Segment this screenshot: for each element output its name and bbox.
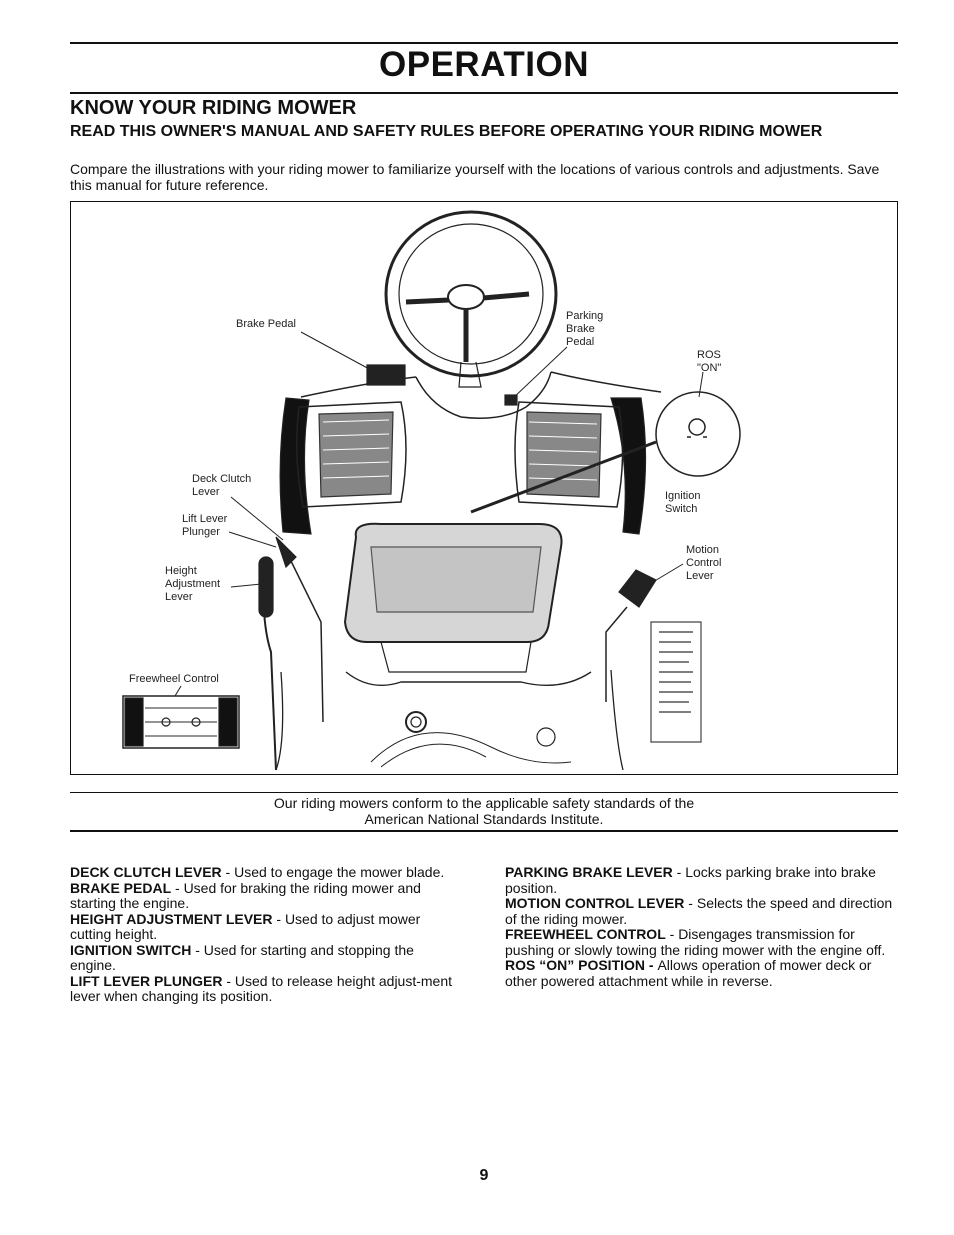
description-item: MOTION CONTROL LEVER - Selects the speed…: [505, 895, 898, 927]
description-text: - Used for starting and stopping the eng…: [70, 941, 414, 973]
title-underline: [70, 92, 898, 94]
note-top-rule: [70, 792, 898, 793]
description-item: BRAKE PEDAL - Used for braking the ridin…: [70, 879, 463, 912]
section-subheading: READ THIS OWNER'S MANUAL AND SAFETY RULE…: [70, 123, 823, 140]
description-text: - Disengages transmission for pushing or…: [505, 926, 886, 958]
right-fender: [610, 397, 647, 535]
ignition-callout: [655, 391, 741, 477]
description-term: DECK CLUTCH LEVER: [70, 864, 222, 880]
label-motion-control-lever: Motion Control Lever: [686, 544, 722, 582]
top-rule: [70, 42, 898, 44]
note-bottom-rule: [70, 830, 898, 832]
standards-note-line-1: Our riding mowers conform to the applica…: [273, 795, 695, 811]
description-item: HEIGHT ADJUSTMENT LEVER - Used to adjust…: [70, 910, 463, 943]
page-title: OPERATION: [379, 45, 589, 84]
label-brake-pedal: Brake Pedal: [236, 318, 296, 330]
description-text: - Selects the speed and direction of the…: [505, 895, 893, 927]
description-text: - Used to release height adjust-ment lev…: [70, 972, 453, 1004]
label-parking-brake-pedal: Parking Brake Pedal: [566, 310, 604, 348]
label-deck-clutch-lever: Deck Clutch Lever: [192, 473, 252, 498]
description-term: PARKING BRAKE LEVER: [505, 864, 673, 880]
description-term: FREEWHEEL CONTROL: [505, 926, 666, 942]
descriptions-left-column: DECK CLUTCH LEVER - Used to engage the m…: [70, 864, 463, 1005]
description-text: - Locks parking brake into brake positio…: [505, 864, 876, 896]
label-height-adjustment-lever: Height Adjustment Lever: [165, 565, 221, 603]
description-item: FREEWHEEL CONTROL - Disengages transmiss…: [505, 926, 898, 958]
description-text: Allows operation of mower deck or other …: [505, 957, 872, 989]
label-ros-on: ROS "ON": [697, 349, 722, 374]
description-item: DECK CLUTCH LEVER - Used to engage the m…: [70, 864, 463, 881]
intro-paragraph: Compare the illustrations with your ridi…: [70, 161, 880, 193]
brake-pedal-shape: [366, 364, 406, 386]
standards-note: Our riding mowers conform to the applica…: [70, 795, 898, 827]
description-text: - Used for braking the riding mower and …: [70, 879, 421, 911]
descriptions-right-column: PARKING BRAKE LEVER - Locks parking brak…: [505, 864, 898, 989]
label-freewheel-control: Freewheel Control: [129, 673, 219, 685]
description-term: HEIGHT ADJUSTMENT LEVER: [70, 910, 273, 927]
dash-panel: [415, 371, 552, 419]
description-term: IGNITION SWITCH: [70, 941, 192, 958]
description-text: - Used to adjust mower cutting height.: [70, 910, 421, 942]
description-item: LIFT LEVER PLUNGER - Used to release hei…: [70, 972, 463, 1005]
label-ignition-switch: Ignition Switch: [665, 490, 701, 515]
mower-line-drawing: [122, 210, 741, 771]
description-item: PARKING BRAKE LEVER - Locks parking brak…: [505, 864, 898, 896]
left-footrest: [296, 401, 407, 508]
page-number: 9: [479, 1167, 489, 1184]
steering-wheel-icon: [384, 210, 558, 388]
ignition-key-icon: [687, 418, 707, 438]
motion-control-lever-shape: [618, 569, 657, 608]
label-lift-lever-plunger: Lift Lever Plunger: [182, 513, 228, 538]
description-term: ROS “ON” POSITION -: [505, 957, 658, 973]
mower-controls-illustration: Brake Pedal Parking Brake Pedal ROS "ON"…: [70, 201, 898, 775]
standards-note-line-2: American National Standards Institute.: [364, 811, 604, 827]
description-item: IGNITION SWITCH - Used for starting and …: [70, 941, 463, 974]
description-term: LIFT LEVER PLUNGER: [70, 972, 223, 989]
left-fender: [279, 397, 312, 535]
section-heading: KNOW YOUR RIDING MOWER: [70, 97, 357, 119]
description-term: MOTION CONTROL LEVER: [505, 895, 685, 911]
right-footrest: [514, 401, 624, 508]
description-text: - Used to engage the mower blade.: [221, 864, 445, 880]
description-item: ROS “ON” POSITION - Allows operation of …: [505, 957, 898, 989]
description-term: BRAKE PEDAL: [70, 879, 172, 896]
